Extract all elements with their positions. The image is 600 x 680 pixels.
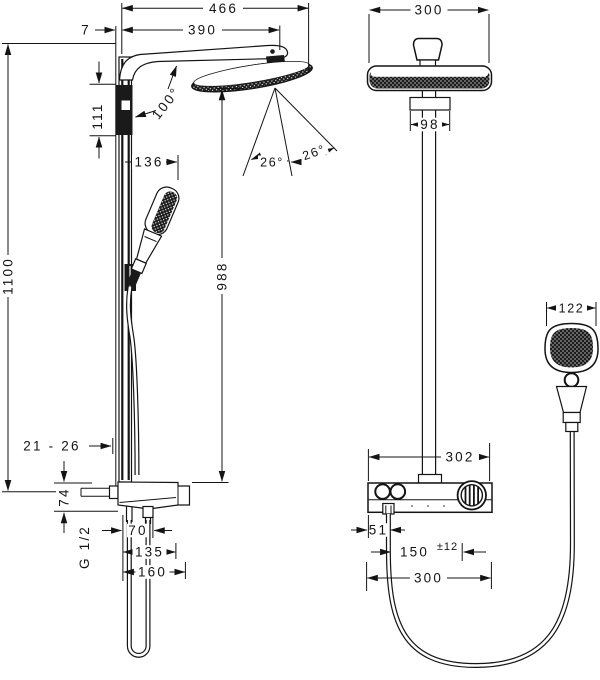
dim-21-26-label: 21 - 26 xyxy=(23,439,80,454)
hand-shower-hose-side xyxy=(126,286,140,476)
front-view: 300 98 122 302 51 xyxy=(351,3,599,669)
dim-300-top-label: 300 xyxy=(414,3,443,18)
spray-line-right xyxy=(274,87,338,152)
hand-shower-front xyxy=(544,322,599,433)
dim-74-label: 74 xyxy=(57,487,72,506)
valve-side xyxy=(80,481,191,524)
valve-port-b xyxy=(142,505,154,519)
dim-98-label: 98 xyxy=(420,117,439,132)
hose-outlet xyxy=(382,502,395,515)
dim-302-label: 302 xyxy=(445,450,474,465)
dim-head-to-valve-988: 988 xyxy=(192,88,244,483)
dim-bracket-width-98: 98 xyxy=(409,111,451,132)
hand-shower-side xyxy=(126,186,180,288)
dim-466-label: 466 xyxy=(209,1,238,16)
arm-joint xyxy=(270,49,275,54)
dim-total-height-1100: 1100 xyxy=(1,43,116,493)
dim-136-label: 136 xyxy=(134,155,163,170)
dim-overhead-width-300: 300 xyxy=(368,3,490,63)
dim-wall-gap-7: 7 xyxy=(81,23,116,38)
select-button-1 xyxy=(374,483,391,500)
dim-150-label: 150 xyxy=(400,545,429,560)
dim-7-label: 7 xyxy=(81,23,91,38)
dim-160-label: 160 xyxy=(138,565,167,580)
dim-handshower-offset-136: 136 xyxy=(125,155,179,180)
dim-valve-height-74: 74 xyxy=(54,461,118,533)
dim-thread-size: G 1/2 xyxy=(77,525,92,569)
select-button-2 xyxy=(389,483,407,500)
supply-port xyxy=(108,485,119,500)
dim-outlet-spacing-70: 70 xyxy=(102,515,172,581)
dim-body-top-width-302: 302 xyxy=(367,443,491,481)
dim-hose-loop-width-160: 160 xyxy=(122,562,186,580)
dim-122-label: 122 xyxy=(559,302,585,316)
dim-26deg-left-label: 26° xyxy=(260,156,284,170)
hose-loop-side xyxy=(126,520,151,658)
dim-total-reach-466: 466 xyxy=(121,1,310,71)
pipe-bracket xyxy=(409,96,451,111)
spray-line-middle xyxy=(274,87,293,177)
dim-300-bottom-label: 300 xyxy=(414,571,443,586)
hand-shower-button xyxy=(563,372,580,388)
spray-cone xyxy=(242,87,338,177)
overhead-shower-side xyxy=(191,60,313,93)
dim-70-label: 70 xyxy=(128,523,147,538)
ceiling-connector xyxy=(412,37,443,61)
dim-arm-reach-390: 390 xyxy=(121,23,281,50)
hose-front xyxy=(385,431,575,669)
spray-line-left xyxy=(242,87,276,177)
dim-valve-width-135: 135 xyxy=(122,543,177,560)
dim-390-label: 390 xyxy=(188,23,217,38)
dim-988-label: 988 xyxy=(215,261,230,290)
dim-150-tolerance-label: ±12 xyxy=(437,541,458,553)
dim-handshower-width-122: 122 xyxy=(546,301,597,326)
dim-body-bottom-width-300: 300 xyxy=(366,562,492,591)
valve-front xyxy=(367,480,493,515)
dim-135-label: 135 xyxy=(135,545,164,560)
drop-pipe xyxy=(417,110,443,484)
dim-g12-label: G 1/2 xyxy=(77,525,92,569)
overhead-shower-front xyxy=(366,37,493,111)
dim-bracket-height-111: 111 xyxy=(89,61,116,159)
dim-1100-label: 1100 xyxy=(1,257,16,295)
dim-hose-offset-51: 51 xyxy=(351,515,405,538)
dim-spray-angle-left-26: 26° xyxy=(250,152,289,170)
dim-holder-distance-150: 150 ±12 xyxy=(371,540,486,561)
dim-wall-depth-range: 21 - 26 xyxy=(23,438,114,454)
dim-111-label: 111 xyxy=(90,102,105,129)
valve-body-side xyxy=(117,481,191,510)
dim-51-label: 51 xyxy=(369,523,388,538)
